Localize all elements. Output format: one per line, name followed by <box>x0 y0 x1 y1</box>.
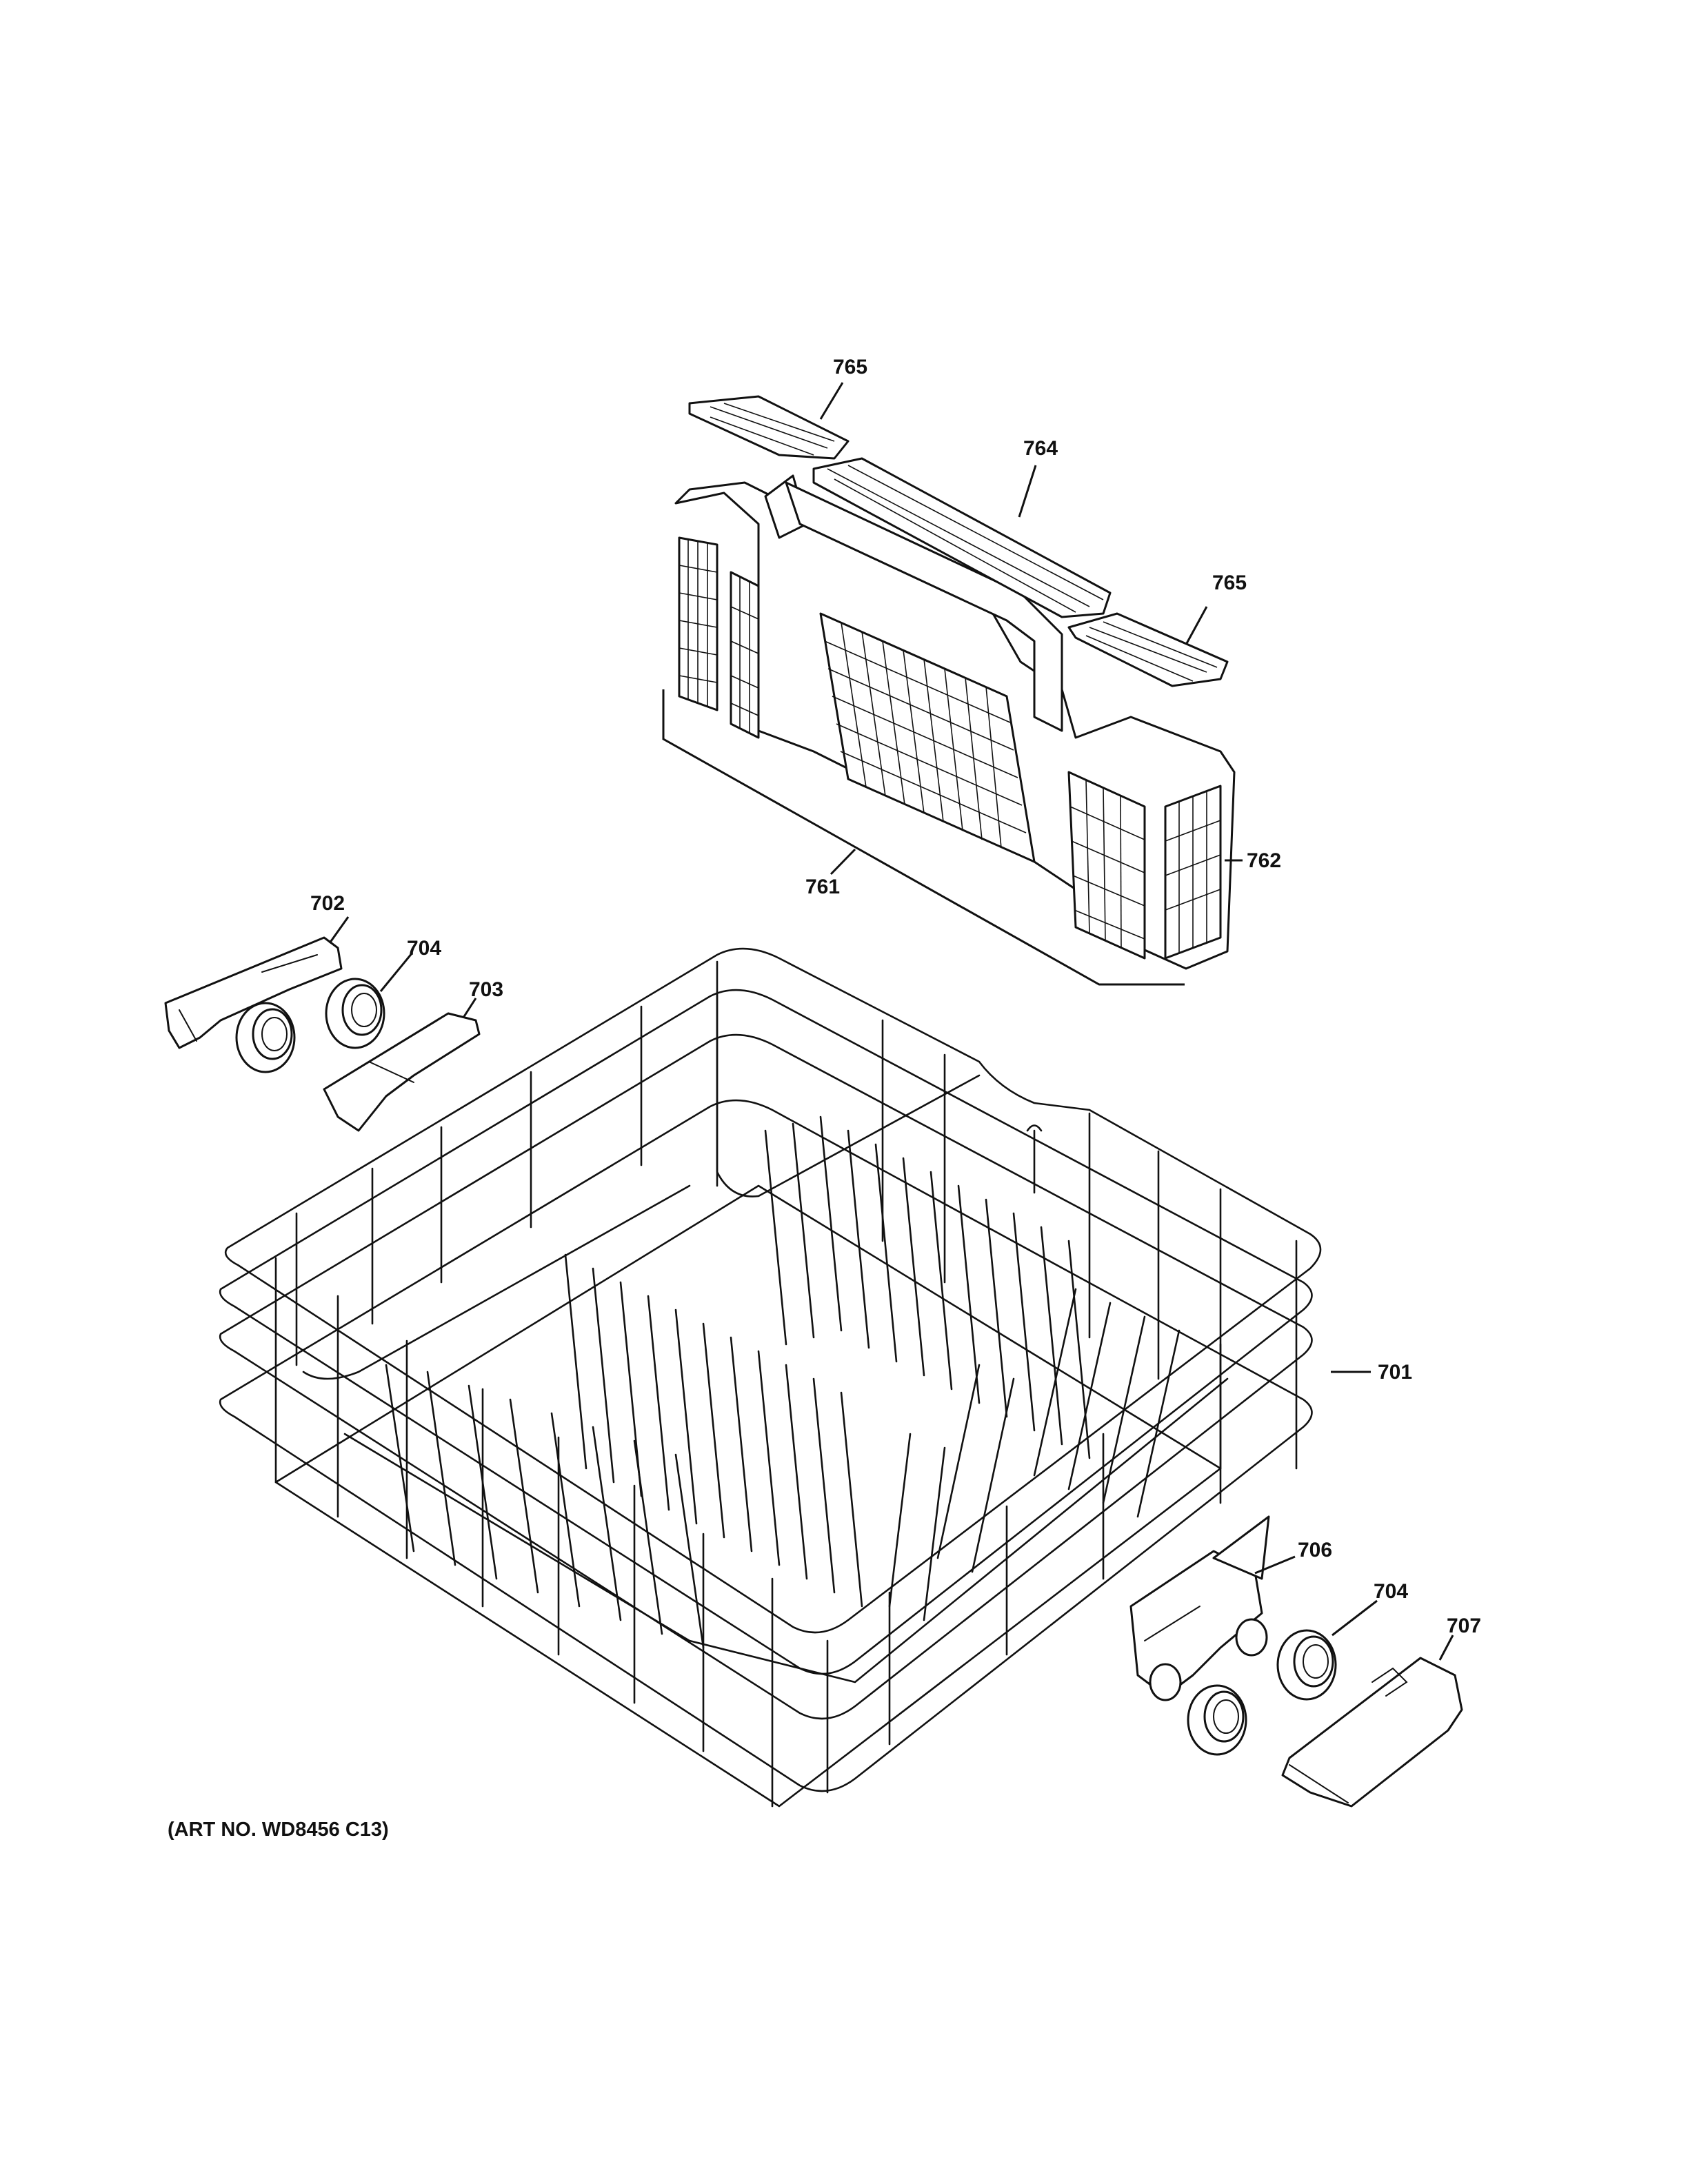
basket-left-grid <box>678 536 760 739</box>
rack-wheel-carrier-right <box>1129 1515 1270 1701</box>
callout-704-left: 704 <box>407 937 441 960</box>
callout-707: 707 <box>1447 1615 1481 1637</box>
wheel-left-rear <box>325 978 385 1049</box>
basket-lid-left <box>688 395 850 460</box>
basket-center-grid <box>819 612 1036 863</box>
callout-703: 703 <box>469 978 503 1001</box>
rack-wheel-carrier-left-inner <box>323 1012 481 1132</box>
callout-761: 761 <box>805 876 840 898</box>
basket-right-grid <box>1067 771 1222 960</box>
leader-lines <box>328 382 1454 1661</box>
callout-765-right: 765 <box>1212 572 1247 594</box>
callout-762: 762 <box>1247 849 1281 872</box>
basket-assembly-bracket <box>662 689 1185 986</box>
callout-702: 702 <box>310 892 345 915</box>
rack-end-cap <box>1281 1657 1463 1808</box>
wheel-left-front <box>235 1002 296 1073</box>
callout-706: 706 <box>1298 1539 1332 1561</box>
wheel-right-front <box>1187 1684 1247 1756</box>
wheel-right-rear <box>1276 1629 1337 1701</box>
callout-764: 764 <box>1023 437 1058 460</box>
callout-704-right: 704 <box>1374 1580 1408 1603</box>
basket-handle <box>785 481 1063 732</box>
art-number: (ART NO. WD8456 C13) <box>168 1819 389 1841</box>
callout-765-top: 765 <box>833 356 867 378</box>
basket-lid-center <box>812 457 1112 618</box>
callout-labels: 765 764 765 762 761 702 704 703 701 706 … <box>310 356 1481 1637</box>
lower-rack <box>219 947 1322 1808</box>
rack-tines <box>385 1115 1180 1649</box>
callout-701: 701 <box>1378 1361 1412 1384</box>
silverware-basket <box>662 474 1236 986</box>
basket-lid-right <box>1067 612 1229 687</box>
